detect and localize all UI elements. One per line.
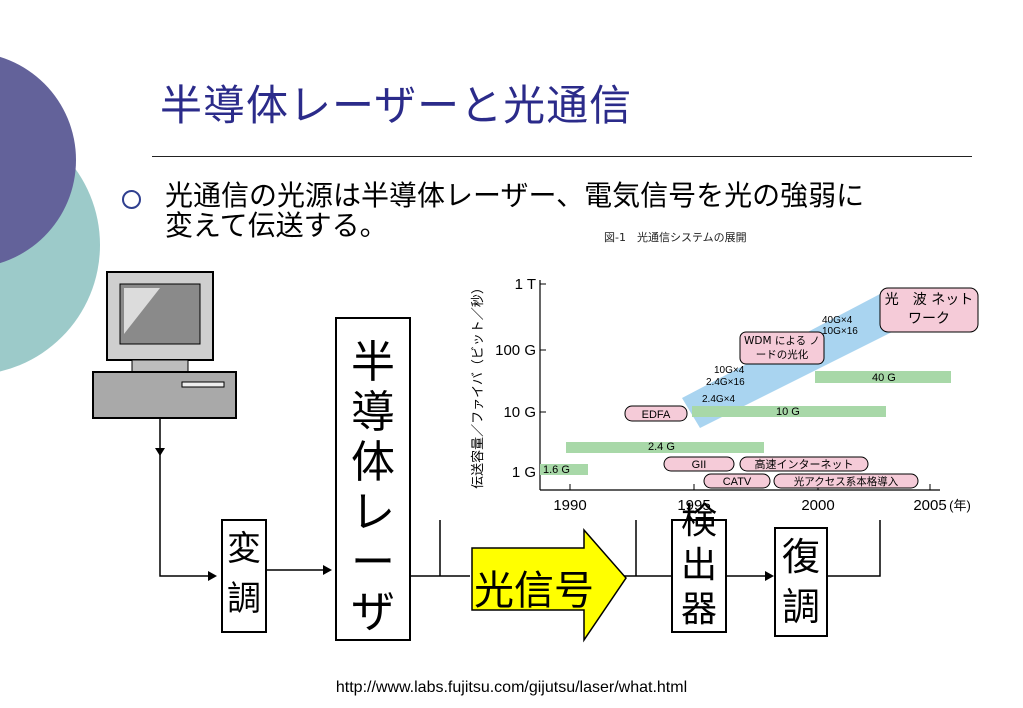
disk-drive-slot (181, 381, 225, 388)
bar-label: 2.4 G (648, 441, 675, 453)
capacity-chart: 1 T 100 G 10 G 1 G 1990 1995 2000 2005 (… (470, 276, 979, 514)
tag-photonic-network-text: 光 波 ネットワーク (884, 292, 974, 327)
bullet-circle-icon (122, 190, 141, 209)
annotation: 10G×16 (822, 326, 858, 337)
monitor-stand (131, 359, 189, 373)
computer-screen (119, 283, 201, 345)
y-tick-label: 100 G (495, 342, 536, 359)
tag-label: 光アクセス系本格導入 (794, 475, 899, 488)
chart-caption: 図-1 光通信システムの展開 (604, 231, 747, 244)
tag-label: 光 波 ネットワーク (884, 292, 974, 327)
bar-10g (692, 406, 886, 417)
decor-purple-circle (0, 56, 76, 264)
source-url: http://www.labs.fujitsu.com/gijutsu/lase… (335, 679, 688, 696)
tag-label: EDFA (642, 409, 671, 421)
demodulator-char: 復 (781, 535, 820, 579)
decor-circles (0, 56, 100, 372)
arrowhead-icon (323, 565, 332, 575)
detector-char: 器 (680, 589, 717, 630)
x-tick-label: 1995 (677, 497, 710, 514)
demodulator-label: 復 調 (775, 532, 827, 632)
tag-edfa (624, 405, 688, 422)
screen-glare (124, 288, 160, 334)
title-divider (152, 156, 972, 157)
tag-label: 高速インターネット (755, 457, 854, 471)
annotation: 2.4G×16 (706, 377, 745, 388)
detector-label: 検 出 器 (672, 500, 726, 632)
laser-char: 導 (351, 387, 395, 438)
tag-wdm-text: WDM による ノードの光化 (744, 335, 820, 361)
tag-catv (703, 473, 771, 489)
tag-wdm (739, 331, 825, 365)
bar-40g (815, 371, 951, 383)
tag-label: CATV (723, 476, 752, 488)
tag-label: WDM による ノードの光化 (744, 335, 820, 361)
modulator-char: 変 (227, 529, 261, 569)
tag-gii (663, 456, 735, 472)
modulator-label: 変 調 (222, 524, 266, 624)
tag-label: GII (692, 459, 707, 471)
tag-photonic-network (879, 287, 979, 333)
laser-char: 半 (351, 337, 395, 388)
tag-access (773, 473, 919, 489)
wire-demodulator-out (826, 520, 881, 577)
laser-char: ザ (351, 587, 395, 638)
laser-char: ー (351, 537, 395, 588)
y-tick-label: 1 T (515, 276, 536, 293)
x-tick-label: 2005 (913, 497, 946, 514)
slide-title: 半導体レーザーと光通信 (160, 81, 633, 130)
optical-signal-label: 光信号 (474, 568, 594, 614)
detector-char: 検 (680, 501, 717, 542)
laser-label: 半 導 体 レ ー ザ (336, 338, 410, 638)
bullet-text-line1: 光通信の光源は半導体レーザー、電気信号を光の強弱に (165, 179, 865, 212)
y-tick-label: 1 G (512, 464, 536, 481)
x-tick-label: 1990 (553, 497, 586, 514)
modulator-char: 調 (227, 579, 261, 619)
bar-1-6g (540, 464, 588, 475)
y-tick-label: 10 G (503, 404, 536, 421)
tag-internet (739, 456, 869, 472)
annotation: 2.4G×4 (702, 394, 736, 405)
laser-char: 体 (351, 437, 395, 488)
y-axis-label: 伝送容量／ファイバ（ビット／秒） (470, 281, 486, 489)
bar-2-4g (566, 442, 764, 453)
arrowhead-icon (765, 571, 774, 581)
detector-char: 出 (680, 545, 717, 586)
computer-monitor-icon (106, 271, 214, 361)
x-tick-label: 2000 (801, 497, 834, 514)
wire-computer-to-modulator (159, 418, 214, 577)
arrowhead-icon (155, 448, 165, 456)
bar-label: 1.6 G (543, 464, 570, 476)
bar-label: 40 G (872, 372, 896, 384)
bullet-text-line2: 変えて伝送する。 (165, 209, 388, 242)
laser-char: レ (351, 487, 395, 538)
annotation: 40G×4 (822, 315, 853, 326)
computer-case-icon (92, 371, 237, 419)
arrowhead-icon (208, 571, 217, 581)
bar-label: 10 G (776, 406, 800, 418)
x-unit-label: (年) (949, 498, 971, 513)
annotation: 10G×4 (714, 365, 745, 376)
demodulator-char: 調 (781, 585, 820, 629)
